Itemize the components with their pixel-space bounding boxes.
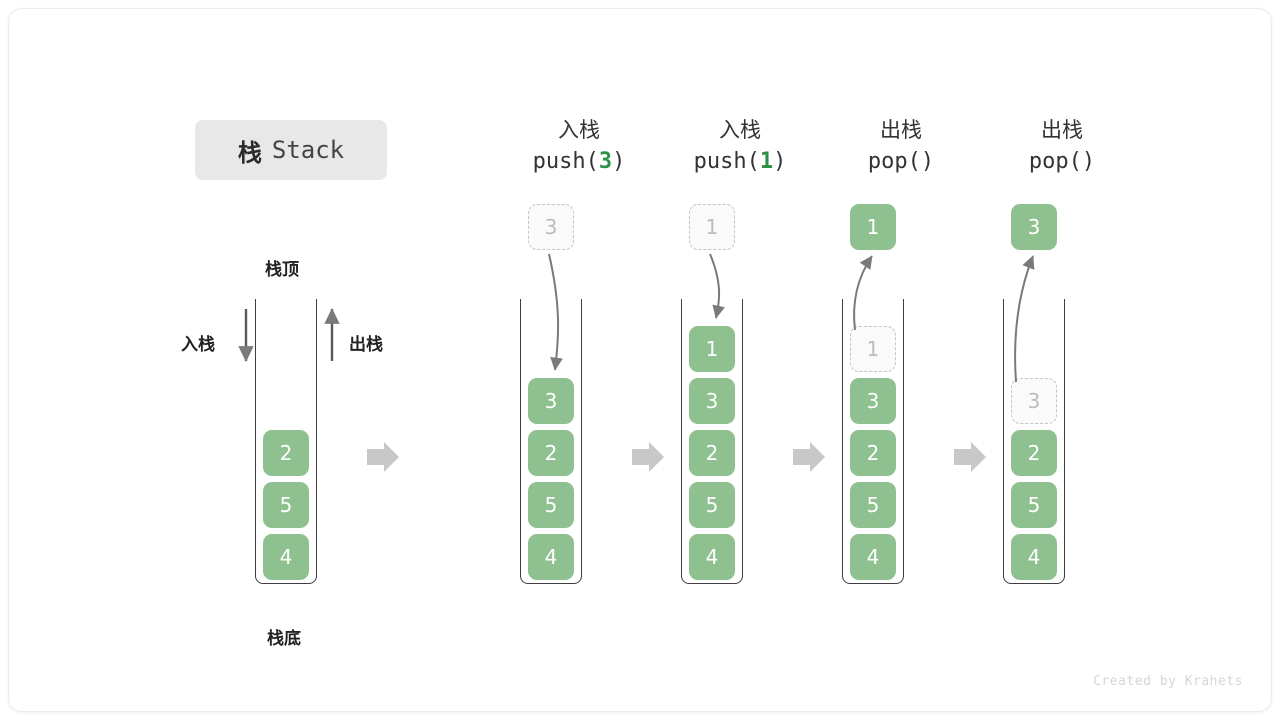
diagram-card: 栈 Stack 栈顶 栈底 入栈 出栈 入栈 push(3) 入栈 push(1… (8, 8, 1272, 712)
stack-cell: 3 (689, 378, 735, 424)
stack-container (520, 299, 582, 584)
column-header-pop-1: 出栈 pop() (801, 115, 1001, 179)
code-post: ) (1081, 149, 1096, 174)
column-header-push-1: 入栈 push(1) (640, 115, 840, 179)
step-arrow-icon (367, 442, 399, 472)
code-pre: pop( (1028, 149, 1082, 174)
column-header-title: 入栈 (558, 118, 600, 142)
stack-cell: 5 (263, 482, 309, 528)
stack-bottom-label: 栈底 (267, 629, 301, 649)
code-pre: pop( (867, 149, 921, 174)
stack-cell: 2 (1011, 430, 1057, 476)
stack-cell: 4 (850, 534, 896, 580)
title-badge: 栈 Stack (195, 120, 387, 180)
stack-top-label: 栈顶 (265, 260, 299, 280)
code-arg: 3 (598, 149, 613, 174)
stack-cell: 3 (850, 378, 896, 424)
stack-cell: 2 (528, 430, 574, 476)
stack-container (842, 299, 904, 584)
column-header-pop-3: 出栈 pop() (962, 115, 1162, 179)
code-pre: push( (693, 149, 760, 174)
incoming-cell: 3 (528, 204, 574, 250)
stack-cell: 5 (1011, 482, 1057, 528)
stack-cell: 2 (850, 430, 896, 476)
step-arrow-icon (632, 442, 664, 472)
stack-container (1003, 299, 1065, 584)
incoming-cell: 1 (689, 204, 735, 250)
stack-cell: 4 (263, 534, 309, 580)
stack-cell: 1 (850, 326, 896, 372)
column-header-push-3: 入栈 push(3) (479, 115, 679, 179)
column-header-title: 入栈 (719, 118, 761, 142)
popped-cell: 3 (1011, 204, 1057, 250)
stack-cell: 4 (689, 534, 735, 580)
step-arrow-icon (954, 442, 986, 472)
pop-direction-label: 出栈 (349, 335, 383, 355)
title-en: Stack (271, 136, 345, 164)
code-post: ) (612, 149, 626, 174)
title-cn: 栈 (237, 138, 263, 167)
stack-cell: 4 (528, 534, 574, 580)
push-direction-label: 入栈 (181, 335, 215, 355)
column-header-code: pop() (962, 145, 1162, 179)
column-header-code: push(3) (479, 145, 679, 179)
stack-cell: 5 (528, 482, 574, 528)
column-header-title: 出栈 (1041, 118, 1083, 142)
column-header-code: push(1) (640, 145, 840, 179)
step-arrow-icon (793, 442, 825, 472)
stack-cell: 5 (689, 482, 735, 528)
stack-cell: 3 (1011, 378, 1057, 424)
stack-container (681, 299, 743, 584)
stack-container (255, 299, 317, 584)
stack-cell: 2 (263, 430, 309, 476)
stack-cell: 4 (1011, 534, 1057, 580)
stack-cell: 2 (689, 430, 735, 476)
code-post: ) (773, 149, 787, 174)
stack-cell: 1 (689, 326, 735, 372)
popped-cell: 1 (850, 204, 896, 250)
code-arg: 1 (759, 149, 774, 174)
code-post: ) (920, 149, 935, 174)
stack-cell: 5 (850, 482, 896, 528)
stack-cell: 3 (528, 378, 574, 424)
column-header-title: 出栈 (880, 118, 922, 142)
column-header-code: pop() (801, 145, 1001, 179)
credit-text: Created by Krahets (1093, 674, 1243, 689)
code-pre: push( (532, 149, 599, 174)
